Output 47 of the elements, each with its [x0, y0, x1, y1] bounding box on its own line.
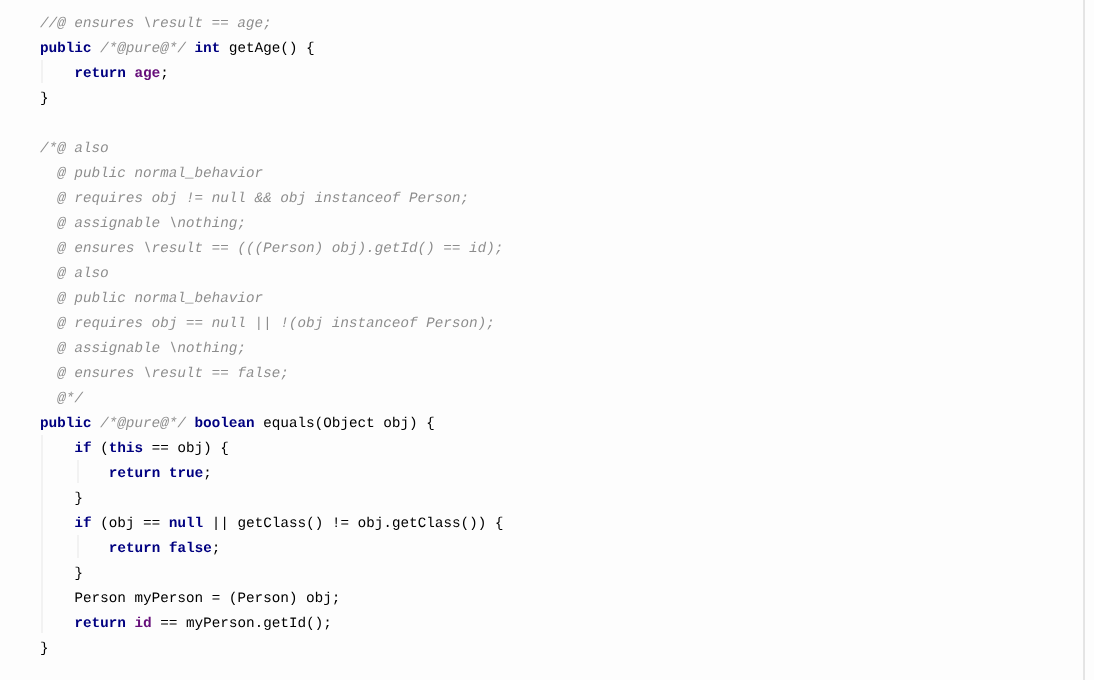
- code-comment: @*/: [57, 391, 84, 404]
- code-comment: //@ ensures \result == age;: [40, 16, 269, 30]
- code-comment: @ assignable \nothing;: [57, 216, 244, 230]
- code-text: (obj ==: [102, 516, 160, 530]
- code-text: ;: [162, 69, 166, 80]
- code-keyword: true: [170, 467, 203, 478]
- code-text: }: [41, 641, 47, 655]
- code-keyword: public: [40, 41, 91, 55]
- code-text: == obj) {: [152, 441, 228, 455]
- code-keyword: public: [40, 416, 91, 430]
- code-text: ;: [205, 469, 209, 480]
- code-comment: @ also: [57, 266, 108, 279]
- code-comment: @ ensures \result == false;: [57, 366, 287, 380]
- code-keyword: int: [195, 41, 219, 53]
- code-comment: */: [171, 41, 187, 53]
- code-keyword: null: [169, 516, 203, 528]
- code-comment: @ requires obj != null && obj instanceof Person;: [57, 191, 467, 205]
- code-text: Person myPerson = (Person) obj;: [75, 591, 338, 605]
- code-text: || getClass() != obj.getClass()) {: [215, 516, 503, 530]
- code-comment: /*@ also: [40, 141, 108, 154]
- code-keyword: false: [169, 541, 212, 553]
- code-keyword: this: [109, 441, 143, 453]
- code-comment: @ assignable \nothing;: [57, 341, 244, 355]
- code-keyword: if: [75, 441, 91, 452]
- code-comment: */: [171, 416, 187, 428]
- field-name: id: [135, 616, 151, 628]
- code-comment: /*@pure@: [100, 41, 169, 55]
- code-text: (: [102, 441, 107, 455]
- code-text: equals(Object obj) {: [264, 416, 434, 430]
- code-text: }: [41, 91, 47, 105]
- code-text: }: [75, 491, 82, 505]
- code-keyword: return: [75, 67, 125, 78]
- code-comment: @ public normal_behavior: [57, 166, 263, 180]
- code-text: == myPerson.getId();: [161, 616, 329, 630]
- code-comment: @ ensures \result == (((Person) obj).getId() == id);: [57, 241, 501, 255]
- code-text: getAge() {: [229, 41, 314, 55]
- code-text: }: [75, 566, 82, 580]
- code-text: ;: [214, 544, 218, 555]
- code-comment: @ requires obj == null || !(obj instanceof Person);: [57, 316, 493, 330]
- code-keyword: boolean: [195, 416, 254, 428]
- field-name: age: [135, 69, 160, 81]
- code-keyword: return: [110, 542, 160, 553]
- code-keyword: return: [75, 617, 125, 628]
- code-keyword: if: [75, 516, 91, 527]
- code-keyword: return: [110, 467, 160, 478]
- code-comment: /*@pure@: [100, 416, 169, 430]
- code-comment: @ public normal_behavior: [57, 291, 263, 305]
